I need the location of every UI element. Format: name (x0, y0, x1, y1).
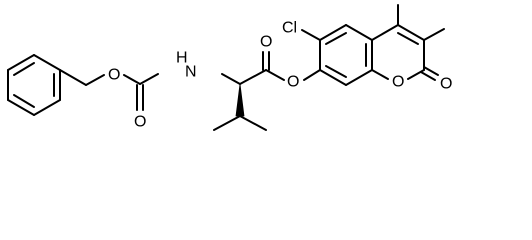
bond (213, 115, 241, 131)
bond (7, 99, 35, 116)
coumarin-benzo-ring (301, 24, 373, 86)
bond (423, 66, 439, 76)
bond-inner (397, 32, 419, 45)
bond-inner (13, 94, 35, 108)
oxygen-carbonyl-ester-label: O (260, 34, 272, 51)
bond (239, 69, 267, 85)
bond (301, 29, 321, 41)
oxygen-ester-label: O (287, 74, 299, 91)
oxygen-ring-label: O (392, 74, 404, 91)
bond (239, 115, 267, 131)
bond (345, 69, 373, 86)
bond (319, 24, 347, 41)
bond (221, 73, 241, 85)
bond (33, 54, 61, 71)
valine-backbone (213, 51, 285, 131)
carbamate-group (59, 69, 159, 111)
benzene-ring (7, 54, 61, 116)
bond-inner (325, 65, 347, 78)
bond (371, 24, 399, 41)
atom-labels: Cl H N O O O O O O (108, 20, 452, 131)
oxygen-carbonyl-cbz-label: O (134, 114, 146, 131)
oxygen-ether-cbz-label: O (108, 67, 120, 84)
bond-inner (325, 32, 347, 45)
bond (397, 24, 425, 41)
bond (33, 99, 61, 116)
bond (265, 69, 285, 81)
bond (59, 69, 87, 86)
bond (319, 69, 347, 86)
bond-inner (13, 62, 35, 76)
bond (139, 73, 159, 85)
amine-h-label: H (176, 50, 188, 67)
bond (371, 69, 389, 80)
coumarin-lactone-ring (371, 4, 445, 81)
ester-linkage (303, 69, 321, 81)
chlorine-label: Cl (282, 20, 297, 37)
bond (345, 24, 373, 41)
bond (420, 71, 436, 81)
bond (7, 54, 35, 71)
oxygen-lactone-label: O (440, 76, 452, 93)
amine-label: N (185, 64, 197, 81)
bond (303, 69, 321, 81)
bond (123, 74, 141, 85)
bond (423, 28, 445, 41)
stereo-wedge-bond (235, 83, 245, 117)
bond (85, 74, 105, 86)
chemical-structure: Cl H N O O O O O O (7, 4, 452, 131)
